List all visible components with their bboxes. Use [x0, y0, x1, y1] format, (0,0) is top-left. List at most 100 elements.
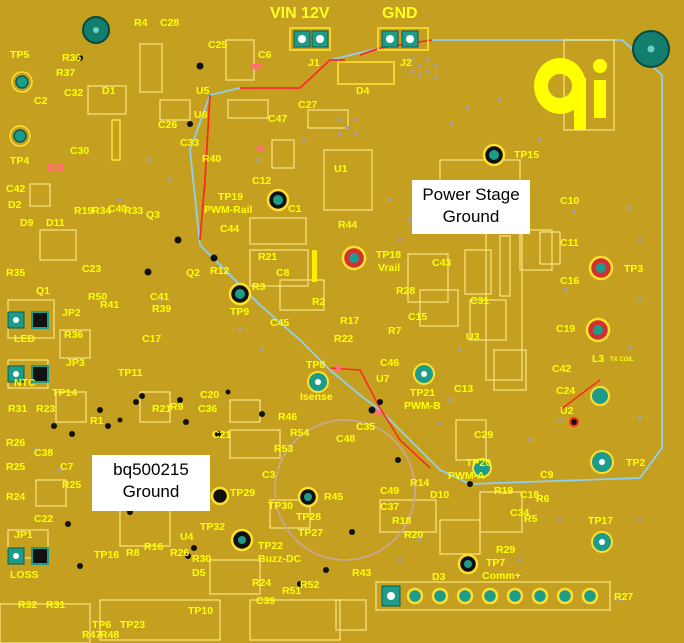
silk-label: R30: [192, 553, 212, 565]
silk-label: U3: [466, 331, 480, 343]
silk-label: C24: [556, 385, 576, 397]
silk-label: C17: [142, 333, 162, 345]
silk-label: R32: [18, 599, 38, 611]
silk-label: C20: [200, 389, 220, 401]
silk-label: C9: [540, 469, 554, 481]
silk-label: C21: [212, 429, 232, 441]
silk-label: JP2: [62, 307, 81, 319]
silk-label: R2: [312, 296, 326, 308]
silk-label: J2: [400, 57, 412, 69]
silk-label: R24: [252, 577, 272, 589]
silk-label: R25: [62, 479, 82, 491]
silk-label: C32: [64, 87, 84, 99]
silk-label: C47: [268, 113, 288, 125]
silk-label: R35: [6, 267, 26, 279]
silk-label: U4: [180, 531, 194, 543]
silk-label: C40: [108, 203, 128, 215]
silk-label: C23: [82, 263, 102, 275]
silk-label: C2: [34, 95, 48, 107]
silk-label: D11: [46, 217, 65, 229]
silk-label: R28: [396, 285, 416, 297]
j2-outline: [377, 27, 429, 51]
silk-label: C43: [432, 257, 452, 269]
silk-label: C42: [552, 363, 572, 375]
silk-label: R19: [74, 205, 94, 217]
vias: [51, 55, 473, 587]
component-outlines: [0, 39, 615, 643]
silk-label: C1: [288, 203, 302, 215]
red-trace-left: [199, 94, 211, 241]
silk-label: C18: [520, 489, 540, 501]
silk-label: C35: [356, 421, 376, 433]
silk-label: C12: [252, 175, 272, 187]
silk-label: R5: [524, 513, 538, 525]
silk-label: C29: [474, 429, 494, 441]
silk-label: R3: [252, 281, 266, 293]
silk-label: LOSS: [10, 569, 39, 581]
silk-label: JP1: [14, 529, 33, 541]
silk-label: C38: [34, 447, 54, 459]
silk-label: TP3: [624, 263, 644, 275]
silk-label: C49: [380, 485, 400, 497]
silk-label: R21: [152, 403, 172, 415]
silk-label: R31: [46, 599, 66, 611]
silk-label: R12: [210, 265, 230, 277]
silk-label: R21: [258, 251, 278, 263]
silk-label: C15: [408, 311, 428, 323]
silk-label: R45: [324, 491, 344, 503]
silk-label: TP28: [296, 511, 322, 523]
silk-label: R8: [126, 547, 140, 559]
silk-label: TP30: [268, 500, 294, 512]
qi-logo-icon: [534, 58, 607, 130]
silk-label: R43: [352, 567, 372, 579]
silk-label: R53: [274, 443, 294, 455]
silk-label: TP18: [376, 249, 402, 261]
bq500215-ground-callout: bq500215 Ground: [92, 455, 210, 511]
pink-pads: [48, 64, 381, 415]
inductor-bar: [312, 250, 317, 282]
silk-label: R36: [64, 329, 84, 341]
silk-label: U2: [560, 405, 574, 417]
silk-label: LED: [14, 333, 35, 345]
silk-label: Isense: [300, 391, 333, 403]
silk-label: C34: [510, 507, 530, 519]
grey-via-field: [33, 57, 643, 603]
silk-label: PWM-B: [404, 400, 441, 412]
buzzer-outline: [274, 419, 416, 561]
silk-label: R51: [282, 585, 302, 597]
silk-label: R7: [388, 325, 402, 337]
silk-label: C41: [150, 291, 170, 303]
silk-label: C45: [270, 317, 290, 329]
silk-label: C37: [380, 501, 400, 513]
silk-label: D3: [432, 571, 446, 583]
silk-label: C44: [220, 223, 240, 235]
silk-label: D4: [356, 85, 370, 97]
silk-label: R24: [6, 491, 26, 503]
callout-line: Ground: [442, 207, 500, 226]
silk-label: TP6: [92, 619, 112, 631]
silk-label: R33: [124, 205, 144, 217]
silk-label: R18: [392, 515, 412, 527]
silk-label: R37: [56, 67, 76, 79]
silk-label: R34: [92, 205, 112, 217]
silk-label: TP4: [10, 155, 30, 167]
gnd-label: GND: [382, 5, 418, 22]
silk-label: R50: [88, 291, 108, 303]
silk-label: R46: [278, 411, 298, 423]
silk-label: TP15: [514, 149, 540, 161]
silk-label: TP32: [200, 521, 226, 533]
callout-line: Ground: [122, 482, 180, 501]
silk-label: C19: [556, 323, 576, 335]
silk-label: R20: [404, 529, 424, 541]
silk-label: TX COIL: [610, 357, 634, 363]
silk-label: C27: [298, 99, 318, 111]
silk-label: C6: [258, 49, 272, 61]
silk-label: D2: [8, 199, 22, 211]
silk-label: TP29: [230, 487, 256, 499]
silk-label: C39: [256, 595, 276, 607]
silk-label: U6: [194, 109, 208, 121]
silk-label: R31: [8, 403, 28, 415]
silk-label: C11: [560, 237, 579, 249]
silk-label: J1: [308, 57, 320, 69]
